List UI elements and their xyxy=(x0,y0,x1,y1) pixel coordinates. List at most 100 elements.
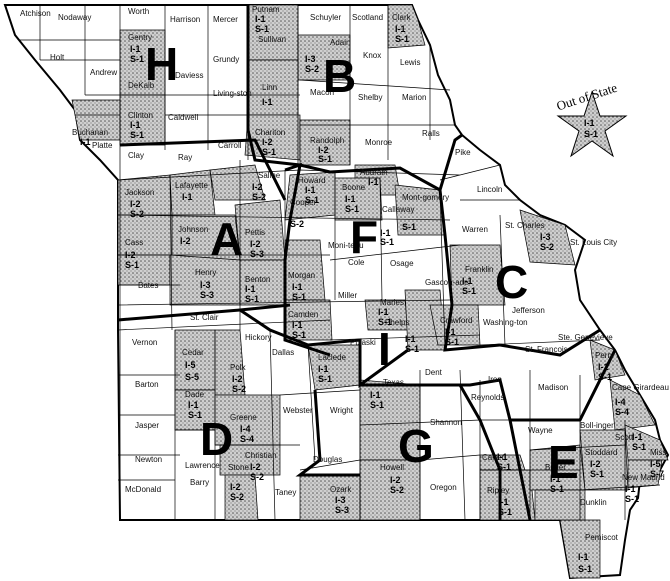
code-label: S-1 xyxy=(255,24,269,34)
code-label: I-1 xyxy=(578,552,589,562)
code-label: I-2 xyxy=(230,482,241,492)
code-label: I-3 xyxy=(540,232,551,242)
county-label: Miller xyxy=(338,291,357,300)
region-letter: F xyxy=(350,211,378,263)
county-label: Boone xyxy=(342,183,366,192)
county-label: Lincoln xyxy=(477,185,502,194)
county-label: Callaway xyxy=(382,205,414,214)
code-label: I-1 xyxy=(345,194,356,204)
code-label: S-2 xyxy=(540,242,554,252)
county-label: Cole xyxy=(348,258,365,267)
code-label: I-1 xyxy=(188,400,199,410)
code-label: S-2 xyxy=(250,472,264,482)
county-label: Grundy xyxy=(213,55,239,64)
code-label: I-1 xyxy=(598,362,609,372)
code-label: S-5 xyxy=(185,372,199,382)
county-label: Crawford xyxy=(440,316,472,325)
out-of-state-marker: Out of State I-1 S-1 xyxy=(555,80,628,158)
county-label: Madison xyxy=(538,383,568,392)
region-letter: E xyxy=(548,436,579,488)
county-label: Andrew xyxy=(90,68,117,77)
county-label: Marion xyxy=(402,93,426,102)
county-label: Atchison xyxy=(20,9,51,18)
code-label: I-4 xyxy=(615,397,626,407)
code-label: I-1 xyxy=(632,432,643,442)
code-label: I-3 xyxy=(335,495,346,505)
code-label: I-1 xyxy=(378,307,389,317)
code-label: I-1 xyxy=(130,44,141,54)
county-label: Washing-ton xyxy=(483,318,528,327)
county-label: Pulaski xyxy=(350,338,376,347)
county-label: Franklin xyxy=(465,265,493,274)
code-label: S-4 xyxy=(240,434,254,444)
code-label: I-5 xyxy=(185,360,196,370)
county-label: Christian xyxy=(245,451,277,460)
region-letter: D xyxy=(200,413,233,465)
county-label: Worth xyxy=(128,7,149,16)
county-label: Platte xyxy=(92,141,113,150)
county-label: St. Louis City xyxy=(570,238,617,247)
county-labels: Atchison Nodaway Worth Harrison Mercer P… xyxy=(20,5,669,542)
code-label: S-1 xyxy=(130,54,144,64)
county-label: Vernon xyxy=(132,338,157,347)
county-label: Buchanan xyxy=(72,128,108,137)
county-label: Sullivan xyxy=(258,35,286,44)
code-label: I-1 xyxy=(305,185,316,195)
code-label: S-3 xyxy=(200,290,214,300)
region-borders xyxy=(117,5,617,521)
code-label: I-2 xyxy=(390,475,401,485)
code-label: I-1 xyxy=(130,120,141,130)
county-label: Howard xyxy=(298,176,326,185)
region-letter: G xyxy=(398,420,434,472)
region-letter: H xyxy=(145,38,178,90)
county-label: Howell xyxy=(380,463,404,472)
code-label: S-3 xyxy=(335,505,349,515)
county-label: Wright xyxy=(330,406,354,415)
code-label: I-1 xyxy=(80,137,91,147)
county-label: Bates xyxy=(138,281,158,290)
county-label: Laclede xyxy=(318,353,347,362)
code-label: S-1 xyxy=(625,494,639,504)
code-label: S-1 xyxy=(550,484,564,494)
code-label: S-2 xyxy=(390,485,404,495)
code-label: S-1 xyxy=(497,462,511,472)
county-label: Henry xyxy=(195,268,216,277)
county-label: Miss. xyxy=(650,448,669,457)
code-label: I-2 xyxy=(250,462,261,472)
code-label: S-1 xyxy=(292,292,306,302)
code-label: I-1 xyxy=(584,118,595,128)
code-label: S-1 xyxy=(125,260,139,270)
county-label: Jasper xyxy=(135,421,159,430)
county-label: Monroe xyxy=(365,138,393,147)
code-label: S-1 xyxy=(380,237,394,247)
county-label: Daviess xyxy=(175,71,203,80)
code-label: S-1 xyxy=(262,147,276,157)
county-label: Texas xyxy=(383,378,404,387)
code-label: S-1 xyxy=(498,507,512,517)
county-label: Greene xyxy=(230,413,257,422)
county-label: Nodaway xyxy=(58,13,91,22)
code-label: S-1 xyxy=(402,222,416,232)
code-label: I-1 xyxy=(262,97,273,107)
code-label: S-1 xyxy=(370,400,384,410)
county-label: Ripley xyxy=(487,486,509,495)
code-label: I-2 xyxy=(125,250,136,260)
county-label: Caldwell xyxy=(168,113,198,122)
code-label: I-1 xyxy=(245,284,256,294)
county-label: Saline xyxy=(258,171,281,180)
county-label: Mont-gomery xyxy=(402,193,449,202)
county-label: Reynolds xyxy=(471,393,504,402)
county-label: Adair xyxy=(330,38,349,47)
county-label: Barton xyxy=(135,380,159,389)
code-label: S-1 xyxy=(305,195,319,205)
county-label: Shannon xyxy=(430,418,462,427)
code-label: I-1 xyxy=(368,177,379,187)
code-label: S-1 xyxy=(345,204,359,214)
code-label: I-3 xyxy=(305,54,316,64)
county-label: Randolph xyxy=(310,136,344,145)
county-label: Dallas xyxy=(272,348,294,357)
code-label: S-2 xyxy=(232,384,246,394)
county-label: Knox xyxy=(363,51,381,60)
code-label: I-1 xyxy=(380,228,391,238)
